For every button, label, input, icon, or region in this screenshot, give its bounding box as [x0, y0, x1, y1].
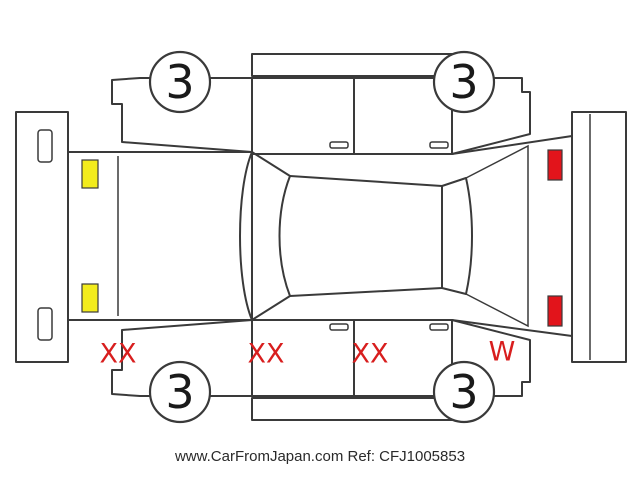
roof-rail-top: [251, 53, 453, 77]
rear-lamp-top: [547, 149, 563, 181]
front-lamp-top: [81, 159, 99, 189]
roof-rail-bottom: [251, 397, 453, 421]
damage-mark-rear-door: XX: [352, 339, 389, 370]
body-top-view: [67, 135, 573, 337]
wheel-front-left-grade: 3: [165, 55, 194, 109]
wheel-rear-right-grade: 3: [449, 365, 478, 419]
rear-bumper: [571, 111, 627, 363]
damage-mark-rear-quarter: W: [489, 337, 516, 368]
wheel-rear-right: 3: [432, 360, 496, 424]
front-bumper: [15, 111, 69, 363]
front-lamp-bottom: [81, 283, 99, 313]
damage-mark-front-fender: XX: [100, 339, 137, 370]
wheel-front-right-grade: 3: [165, 365, 194, 419]
wheel-front-left: 3: [148, 50, 212, 114]
reference-footer: www.CarFromJapan.com Ref: CFJ1005853: [174, 448, 466, 465]
wheel-front-right: 3: [148, 360, 212, 424]
wheel-rear-left: 3: [432, 50, 496, 114]
damage-mark-front-door: XX: [248, 339, 285, 370]
wheel-rear-left-grade: 3: [449, 55, 478, 109]
rear-lamp-bottom: [547, 295, 563, 327]
